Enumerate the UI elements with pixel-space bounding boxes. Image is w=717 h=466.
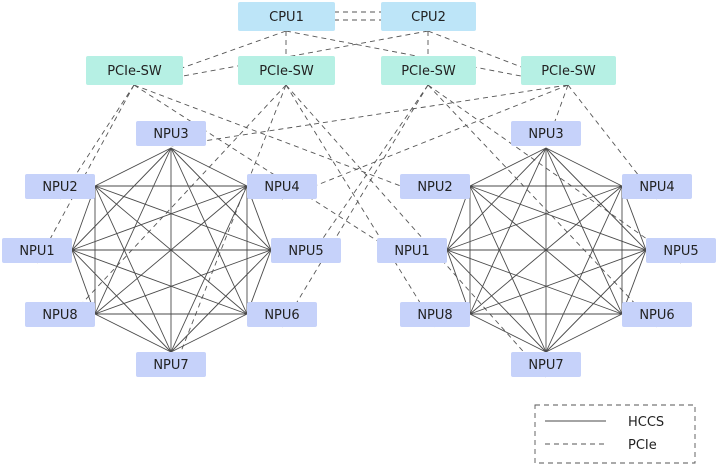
npu-node: NPU3 bbox=[511, 121, 581, 146]
svg-text:NPU3: NPU3 bbox=[528, 127, 563, 142]
svg-text:NPU3: NPU3 bbox=[153, 127, 188, 142]
hccs-link bbox=[545, 147, 623, 315]
hccs-link bbox=[94, 147, 172, 315]
npu-node: NPU3 bbox=[136, 121, 206, 146]
pcie-link bbox=[285, 84, 547, 378]
hccs-link bbox=[545, 147, 623, 187]
svg-text:NPU1: NPU1 bbox=[19, 244, 54, 259]
cpu-label: CPU2 bbox=[411, 10, 446, 25]
npu-group-left: NPU3 NPU2 NPU4 NPU1 NPU5 NPU8 NPU6 NPU7 bbox=[2, 121, 341, 377]
legend-pcie-label: PCIe bbox=[628, 438, 657, 453]
hccs-link bbox=[170, 147, 248, 315]
npu-node: NPU6 bbox=[247, 302, 317, 327]
cpu-label: CPU1 bbox=[269, 10, 304, 25]
hccs-link bbox=[469, 313, 547, 353]
npu-node: NPU7 bbox=[511, 352, 581, 377]
hccs-link bbox=[469, 147, 547, 187]
hccs-link bbox=[446, 249, 623, 315]
switch-label: PCIe-SW bbox=[401, 64, 456, 79]
hccs-link bbox=[170, 147, 272, 251]
npu-node: NPU5 bbox=[271, 238, 341, 263]
svg-text:NPU7: NPU7 bbox=[153, 358, 188, 373]
hccs-link bbox=[94, 249, 272, 315]
pcie-link bbox=[170, 84, 569, 147]
npu-group-right: NPU3 NPU2 NPU4 NPU1 NPU5 NPU8 NPU6 NPU7 bbox=[377, 121, 716, 377]
pcie-link bbox=[427, 84, 682, 264]
legend-hccs-label: HCCS bbox=[628, 415, 664, 430]
svg-text:NPU6: NPU6 bbox=[639, 308, 674, 323]
legend-frame bbox=[534, 404, 696, 464]
hccs-link bbox=[545, 249, 647, 353]
npu-node: NPU4 bbox=[247, 174, 317, 199]
pcie-link bbox=[285, 84, 436, 328]
hccs-link bbox=[545, 313, 623, 353]
switch-node-sw4: PCIe-SW bbox=[521, 56, 616, 85]
hccs-link bbox=[446, 249, 547, 353]
hccs-link bbox=[170, 313, 248, 353]
npu-node: NPU5 bbox=[646, 238, 716, 263]
svg-text:NPU5: NPU5 bbox=[663, 244, 698, 259]
switch-node-sw2: PCIe-SW bbox=[238, 56, 335, 85]
hccs-link bbox=[170, 249, 272, 353]
hccs-link bbox=[94, 313, 172, 353]
hccs-link bbox=[71, 249, 248, 315]
npu-node: NPU7 bbox=[136, 352, 206, 377]
switch-node-sw3: PCIe-SW bbox=[381, 56, 476, 85]
svg-text:NPU8: NPU8 bbox=[42, 308, 77, 323]
svg-text:NPU5: NPU5 bbox=[288, 244, 323, 259]
svg-text:NPU2: NPU2 bbox=[42, 180, 77, 195]
pcie-link bbox=[59, 84, 135, 200]
pcie-link bbox=[281, 84, 569, 200]
hccs-links bbox=[71, 147, 647, 353]
svg-text:NPU6: NPU6 bbox=[264, 308, 299, 323]
hccs-link bbox=[446, 147, 547, 251]
hccs-link bbox=[71, 185, 248, 251]
pcie-link bbox=[427, 30, 569, 86]
hccs-link bbox=[469, 147, 547, 315]
pcie-link bbox=[285, 30, 569, 86]
npu-node: NPU2 bbox=[400, 174, 470, 199]
pcie-link bbox=[170, 84, 287, 378]
hccs-link bbox=[469, 249, 647, 315]
pcie-link bbox=[133, 30, 429, 86]
hccs-link bbox=[446, 185, 623, 251]
hccs-link bbox=[71, 249, 172, 353]
switch-node-sw1: PCIe-SW bbox=[86, 56, 183, 85]
svg-text:NPU8: NPU8 bbox=[417, 308, 452, 323]
hccs-link bbox=[469, 185, 647, 251]
npu-node: NPU6 bbox=[622, 302, 692, 327]
npu-node: NPU8 bbox=[400, 302, 470, 327]
pcie-link bbox=[59, 84, 287, 328]
hccs-link bbox=[94, 185, 172, 353]
hccs-link bbox=[94, 147, 172, 187]
hccs-link bbox=[170, 147, 248, 187]
npu-node: NPU8 bbox=[25, 302, 95, 327]
svg-text:NPU4: NPU4 bbox=[264, 180, 299, 195]
hccs-link bbox=[545, 185, 623, 353]
hccs-link bbox=[94, 185, 272, 251]
svg-text:NPU7: NPU7 bbox=[528, 358, 563, 373]
hccs-link bbox=[71, 147, 172, 251]
npu-node: NPU4 bbox=[622, 174, 692, 199]
svg-text:NPU2: NPU2 bbox=[417, 180, 452, 195]
svg-text:NPU1: NPU1 bbox=[394, 244, 429, 259]
switch-label: PCIe-SW bbox=[259, 64, 314, 79]
npu-node: NPU1 bbox=[377, 238, 447, 263]
legend: HCCS PCIe bbox=[534, 404, 696, 464]
hccs-link bbox=[170, 185, 248, 353]
npu-node: NPU2 bbox=[25, 174, 95, 199]
hccs-link bbox=[545, 147, 647, 251]
hccs-link bbox=[469, 185, 547, 353]
pcie-link bbox=[281, 84, 429, 328]
cpu-node-cpu1: CPU1 bbox=[238, 2, 335, 31]
switch-label: PCIe-SW bbox=[107, 64, 162, 79]
npu-node: NPU1 bbox=[2, 238, 72, 263]
switch-label: PCIe-SW bbox=[541, 64, 596, 79]
cpu-node-cpu2: CPU2 bbox=[381, 2, 476, 31]
svg-text:NPU4: NPU4 bbox=[639, 180, 674, 195]
